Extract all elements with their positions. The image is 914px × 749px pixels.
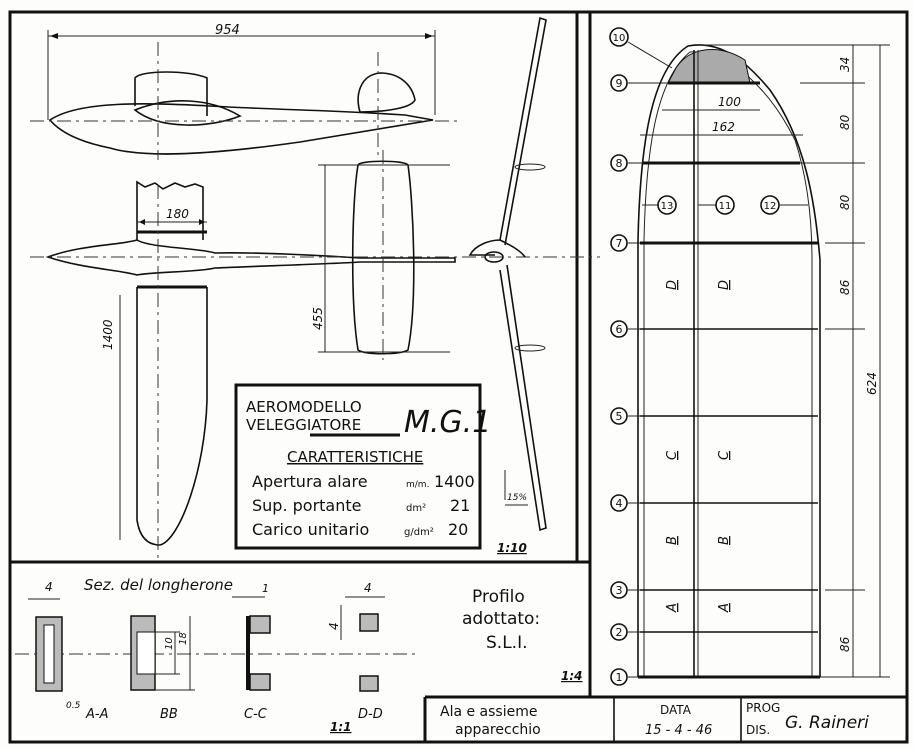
- general-scale: 1:10: [497, 541, 527, 555]
- rib-callout: 9: [616, 77, 623, 90]
- section-letter: A: [717, 603, 732, 613]
- rib-callout: 7: [616, 237, 623, 250]
- top-view: 180 1400 455 15% 1:10: [30, 16, 600, 560]
- spec-unit: m/m.: [406, 480, 429, 490]
- spec-value: 20: [448, 520, 468, 539]
- wing-plan: 100 162 34 80 80 86 624 86 D D C C B B A…: [609, 27, 890, 686]
- profile-note: Profilo adottato: S.L.I. 1:4: [462, 587, 583, 683]
- title-line1: AEROMODELLO: [246, 398, 362, 416]
- rib-callout: 6: [616, 323, 623, 336]
- section-letter: D: [717, 280, 732, 290]
- rib-callout: 10: [613, 33, 626, 44]
- date-value: 15 - 4 - 46: [645, 723, 712, 738]
- aa-width-dim: 4: [45, 580, 53, 594]
- dim-34: 34: [838, 57, 852, 72]
- section-label: A-A: [85, 707, 108, 722]
- bb-outer-dim: 18: [178, 632, 189, 645]
- dis-label: DIS.: [746, 723, 770, 737]
- spec-label: Apertura alare: [252, 472, 368, 491]
- spec-value: 1400: [434, 472, 475, 491]
- rib-callout: 4: [616, 497, 623, 510]
- bb-inner-dim: 10: [164, 637, 175, 650]
- date-label: DATA: [660, 703, 692, 717]
- stabilizer-span-dimension: 455: [311, 307, 325, 330]
- chord-dim-100: 100: [718, 95, 741, 109]
- rib-callout: 1: [616, 671, 623, 684]
- profile-line2: adottato:: [462, 609, 540, 629]
- section-letter: C: [717, 450, 732, 460]
- spec-value: 21: [450, 496, 470, 515]
- spec-unit: g/dm²: [404, 527, 434, 538]
- description-line1: Ala e assieme: [440, 704, 537, 720]
- description-line2: apparecchio: [455, 722, 541, 738]
- section-label: D-D: [358, 707, 383, 722]
- dim-86-root: 86: [838, 636, 852, 652]
- sheet-frame: [8, 10, 909, 744]
- section-letter: B: [717, 536, 732, 545]
- section-letter: D: [665, 280, 680, 290]
- dihedral-label: 15%: [507, 493, 527, 503]
- cc-web-dim: 1: [262, 582, 269, 595]
- spec-unit: dm²: [406, 503, 426, 514]
- characteristics-box: AEROMODELLO VELEGGIATORE M.G.1 CARATTERI…: [234, 383, 491, 550]
- half-span-dimension: 1400: [101, 319, 115, 350]
- spec-label: Sup. portante: [252, 496, 361, 515]
- spar-sections-title: Sez. del longherone: [84, 576, 233, 594]
- signature: G. Raineri: [785, 713, 869, 733]
- prog-label: PROG: [746, 701, 780, 715]
- dim-80: 80: [838, 194, 852, 210]
- chord-dimension: 180: [166, 207, 189, 221]
- dim-86: 86: [838, 279, 852, 295]
- profile-scale: 1:4: [561, 669, 583, 683]
- model-name: M.G.1: [404, 405, 491, 440]
- title-block: Ala e assieme apparecchio DATA 15 - 4 - …: [440, 701, 869, 738]
- fuselage-side-view: 954: [30, 23, 460, 160]
- chord-dim-162: 162: [712, 120, 735, 134]
- profile-line3: S.L.I.: [486, 633, 528, 653]
- title-line2: VELEGGIATORE: [246, 416, 361, 434]
- dd-height-dim: 4: [327, 622, 341, 630]
- dim-624: 624: [865, 372, 879, 395]
- profile-line1: Profilo: [472, 587, 525, 607]
- section-letter: C: [665, 450, 680, 460]
- section-letter: B: [665, 536, 680, 545]
- spar-sections: Sez. del longherone 4 0.5 A-A 10 18 BB 1…: [15, 576, 420, 734]
- rib-callout: 5: [616, 410, 623, 423]
- characteristics-heading: CARATTERISTICHE: [287, 448, 423, 466]
- rib-callout: 3: [616, 584, 623, 597]
- section-letter: A: [665, 603, 680, 613]
- section-label: C-C: [244, 707, 268, 722]
- part-callout: 11: [719, 201, 732, 212]
- dim-80: 80: [838, 114, 852, 130]
- rib-callout: 8: [616, 157, 623, 170]
- dd-width-dim: 4: [364, 581, 372, 595]
- part-callout: 12: [764, 201, 777, 212]
- sections-scale: 1:1: [330, 720, 352, 734]
- aa-web-dim: 0.5: [66, 701, 81, 711]
- rib-callout: 2: [616, 626, 623, 639]
- section-label: BB: [160, 707, 178, 722]
- part-callout: 13: [661, 201, 674, 212]
- length-dimension: 954: [215, 23, 240, 38]
- spec-label: Carico unitario: [252, 520, 369, 539]
